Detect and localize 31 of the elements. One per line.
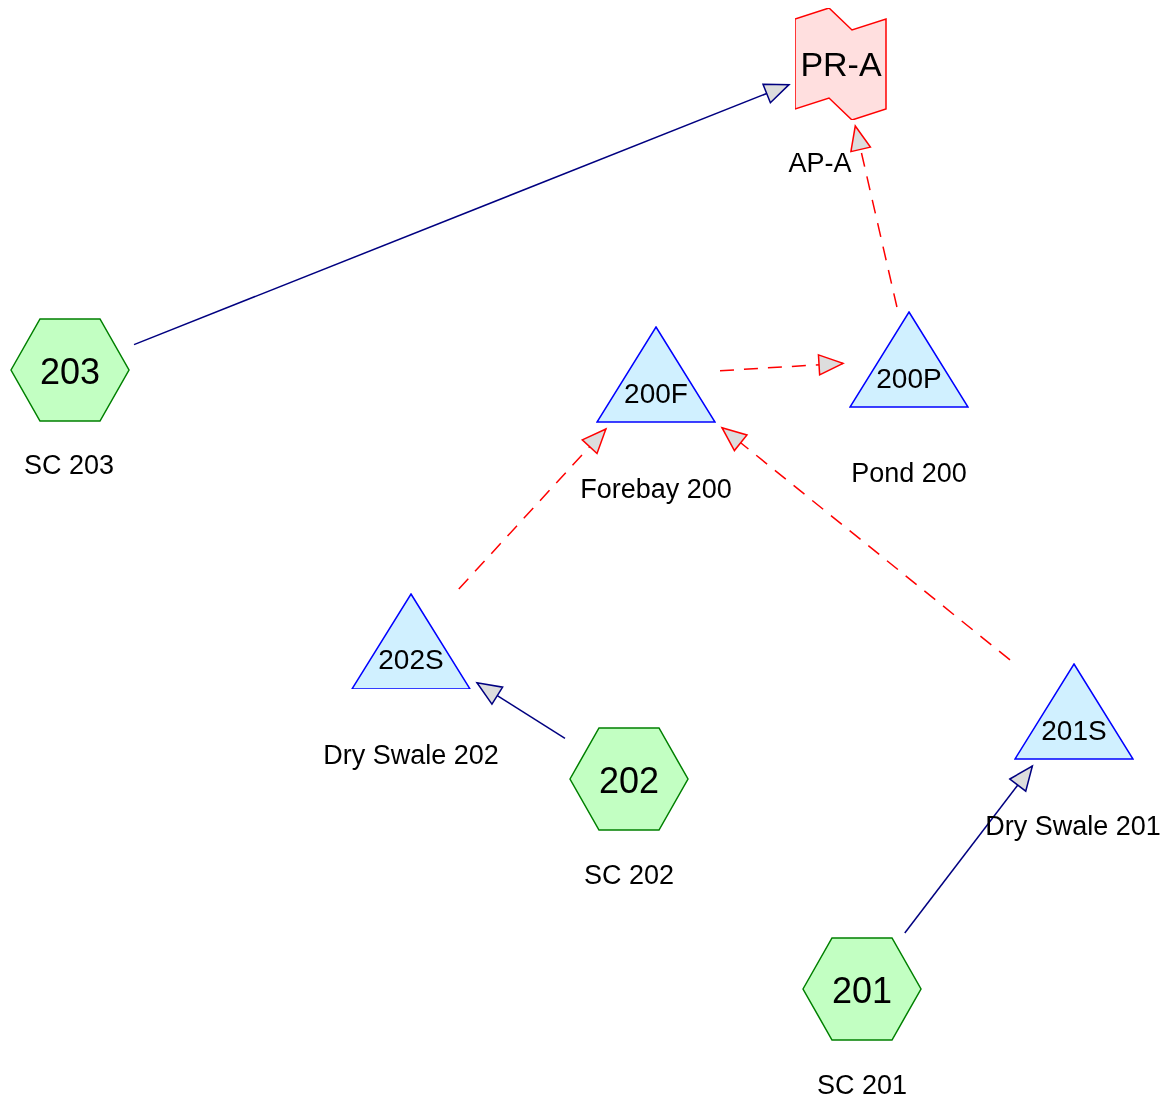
subcatchment-hexagon [10, 318, 130, 422]
node-id: 200F [623, 379, 689, 408]
pond-triangle [1014, 663, 1134, 760]
node-caption: SC 202 [582, 862, 676, 889]
node-caption: Dry Swale 201 [984, 813, 1162, 840]
node-caption: Forebay 200 [579, 476, 733, 503]
flow-arrow [904, 765, 1034, 934]
node-id: 200P [875, 364, 943, 393]
node-caption: SC 201 [815, 1072, 909, 1099]
flow-arrow [476, 682, 566, 740]
node-id: 203 [38, 354, 102, 391]
subcatchment-hexagon [569, 727, 689, 831]
flow-arrow [133, 83, 790, 346]
flow-arrow [721, 426, 1011, 661]
node-caption: SC 203 [22, 452, 116, 479]
node-caption: AP-A [787, 150, 853, 177]
node-caption: Pond 200 [850, 460, 968, 487]
node-id: 202 [597, 763, 661, 800]
pond-triangle [596, 326, 716, 423]
node-id: 201S [1040, 716, 1108, 745]
flow-arrow [850, 125, 898, 308]
subcatchment-hexagon [802, 937, 922, 1041]
node-caption: Dry Swale 202 [322, 742, 500, 769]
flow-arrow [458, 428, 607, 590]
pond-triangle [351, 593, 471, 689]
link-shape [795, 8, 887, 120]
node-id: 202S [377, 646, 445, 675]
flow-arrow [719, 354, 844, 376]
node-id: 201 [830, 973, 894, 1010]
node-id: PR-A [799, 47, 883, 81]
pond-triangle [849, 311, 969, 408]
